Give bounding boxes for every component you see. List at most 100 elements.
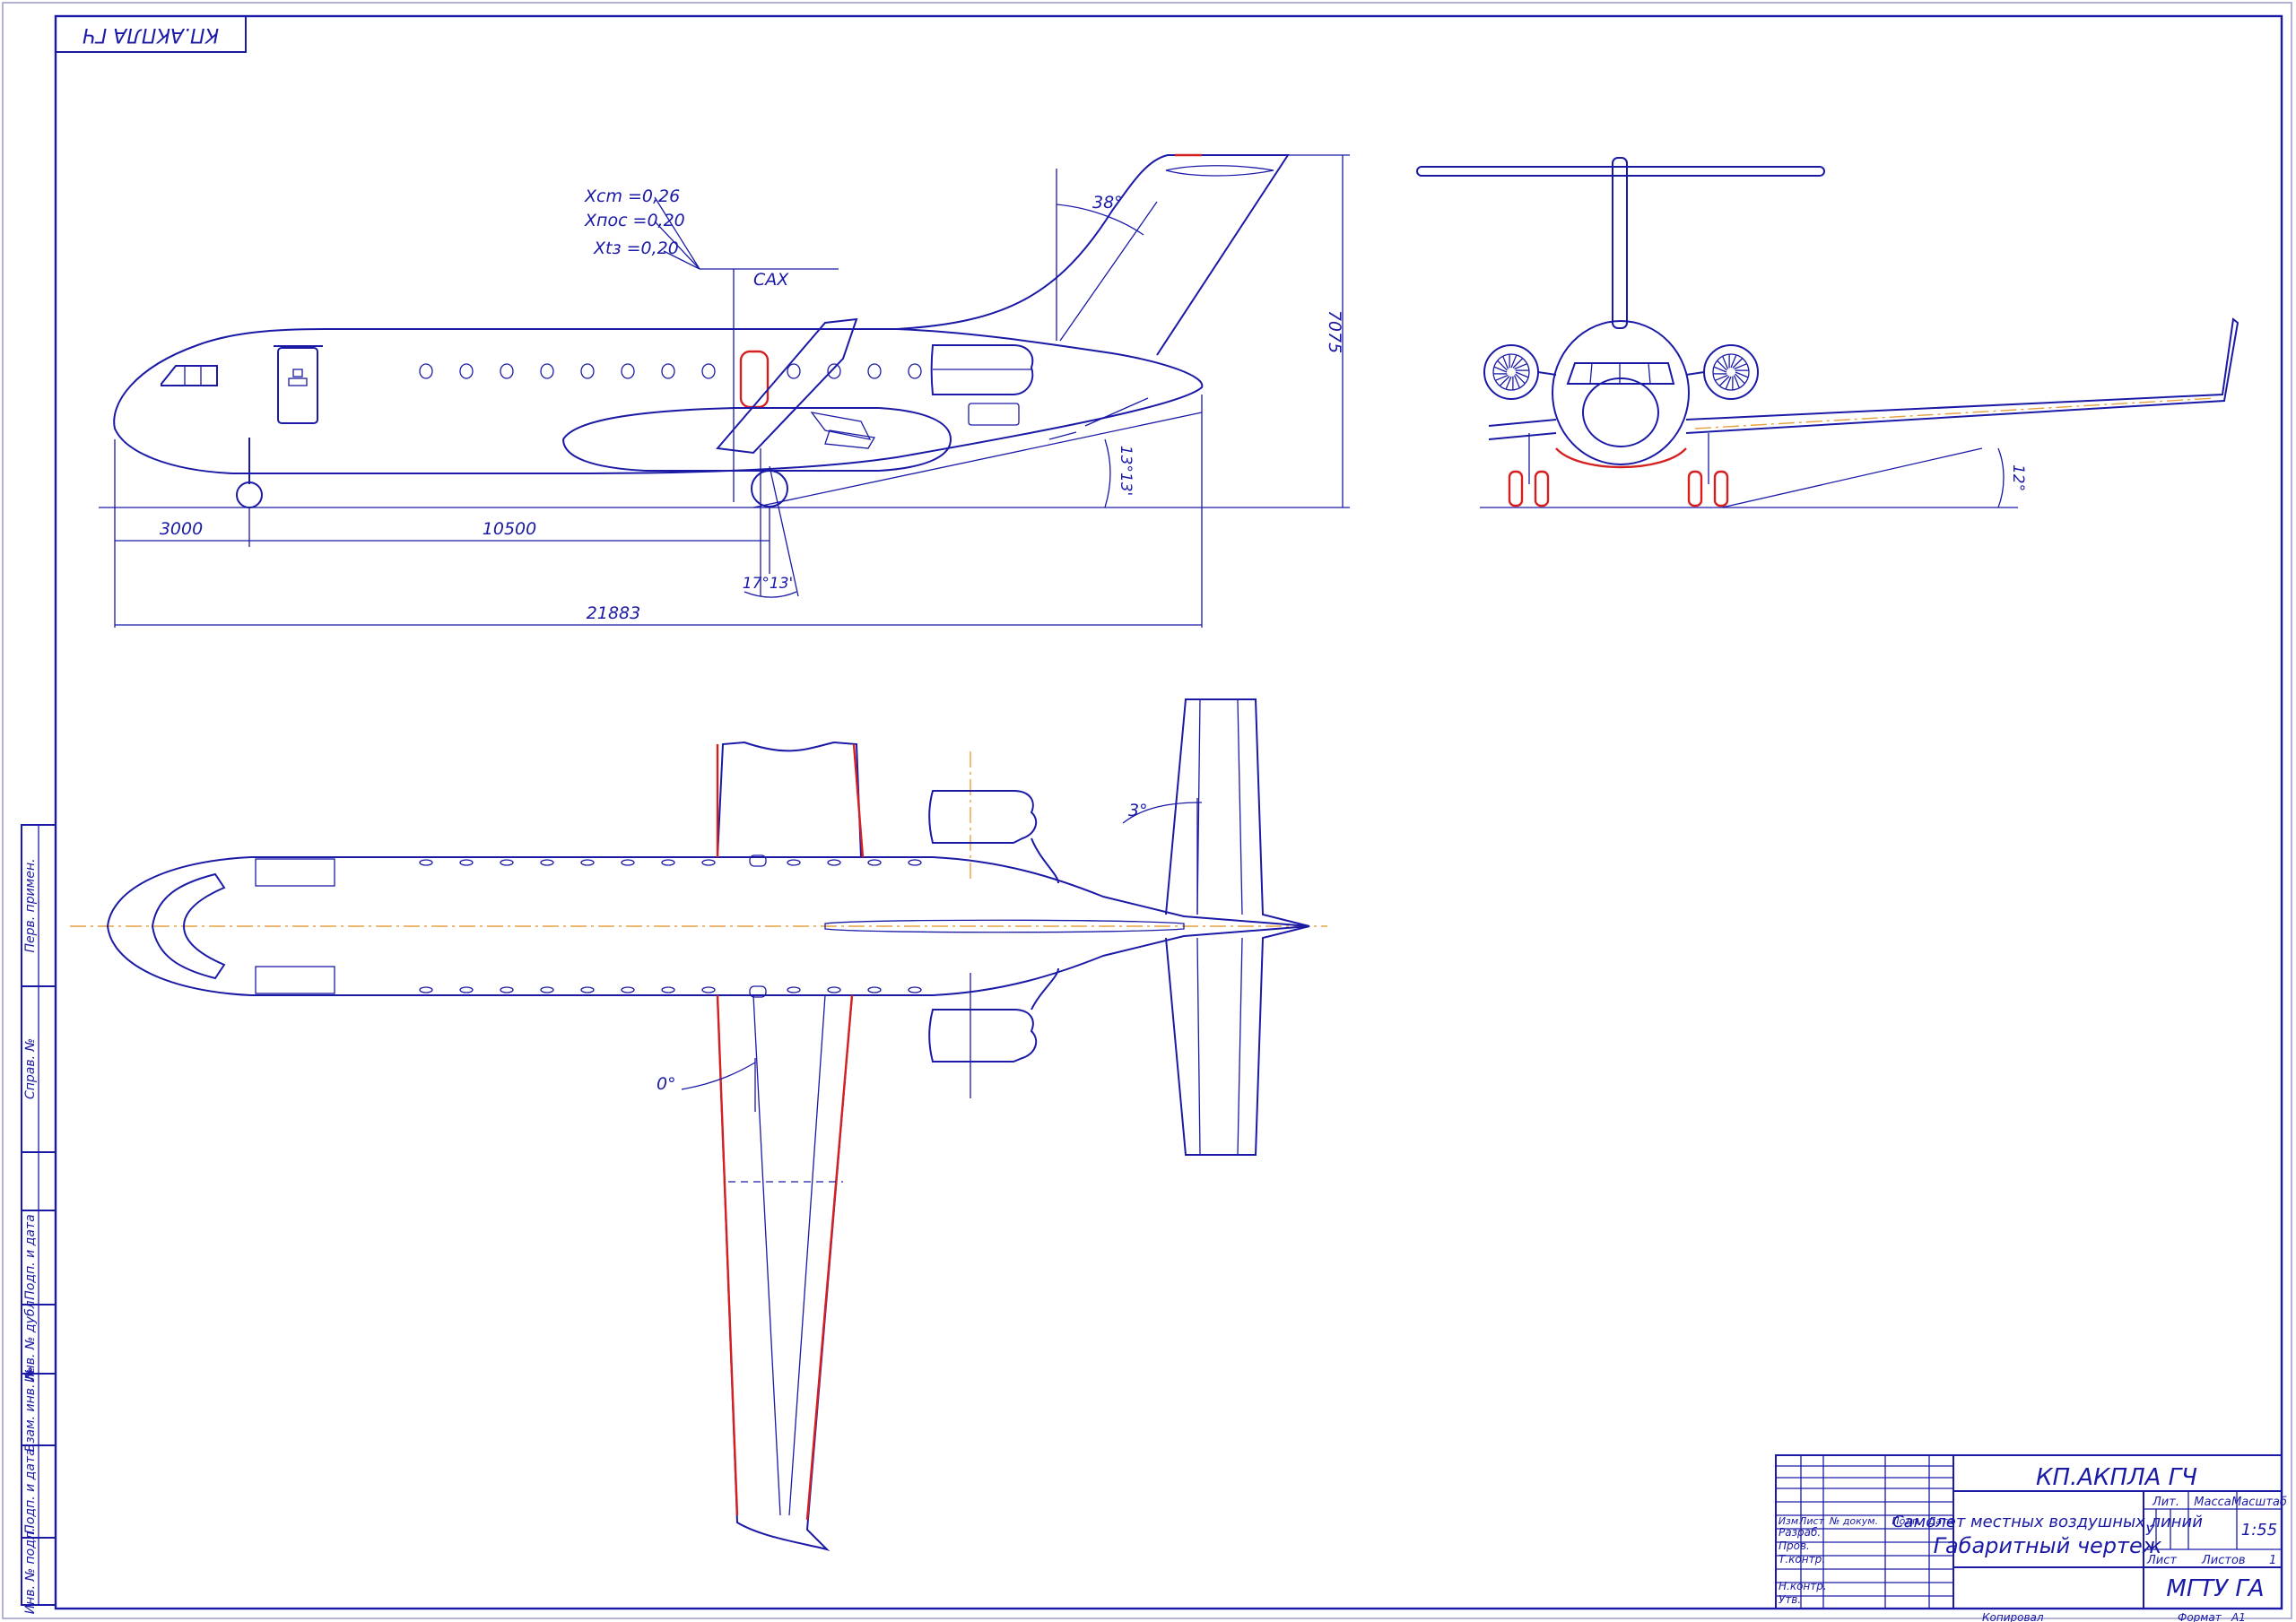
front-wing-right	[1685, 317, 2239, 434]
window	[827, 363, 841, 379]
side-door	[277, 347, 318, 424]
scale-value: 1:55	[2241, 1521, 2277, 1540]
window	[908, 986, 922, 993]
stamp-label: Инв. № дубл.	[23, 1297, 38, 1383]
format-value: А1	[2231, 1611, 2246, 1622]
lit-header: Лит.	[2152, 1496, 2179, 1509]
tail-down-angle: 13°13'	[1117, 446, 1135, 496]
length-dim: 21883	[587, 603, 640, 623]
stab-sweep-angle: 3°	[1128, 801, 1148, 820]
window	[827, 859, 841, 866]
top-engine-lower	[928, 1009, 1038, 1063]
mac-label: САХ	[753, 270, 789, 290]
window	[701, 363, 716, 379]
window	[419, 859, 433, 866]
title-block: КП.АКПЛА ГЧ Самолет местных воздушных ли…	[1775, 1454, 2287, 1622]
window	[459, 986, 474, 993]
window	[701, 859, 716, 866]
scale-header: Масштаб	[2231, 1496, 2287, 1509]
top-wing-lower	[717, 994, 853, 1551]
corner-code: КП.АКПЛА ГЧ	[83, 23, 219, 46]
window	[419, 986, 433, 993]
stamp-label: Взам. инв. №	[23, 1366, 38, 1452]
mass-header: Масса	[2194, 1496, 2231, 1509]
window	[540, 986, 554, 993]
side-fuselage	[113, 328, 1204, 474]
corner-stamp: КП.АКПЛА ГЧ	[55, 15, 247, 53]
window	[500, 859, 514, 866]
window	[661, 363, 675, 379]
org-name: МГТУ ГА	[2166, 1575, 2264, 1602]
side-engine	[930, 344, 1034, 395]
window	[867, 363, 882, 379]
front-fin	[1612, 157, 1628, 329]
window	[701, 986, 716, 993]
window	[867, 859, 882, 866]
dihedral-angle: 12°	[2009, 464, 2027, 491]
top-cockpit	[151, 872, 226, 980]
col-sign: Подп.	[1892, 1515, 1921, 1527]
stamp-label: Подп. и дата	[23, 1214, 38, 1299]
height-dim: 7075	[1325, 310, 1344, 353]
stamp-label: Перв. примен.	[23, 858, 38, 952]
doc-code: КП.АКПЛА ГЧ	[2036, 1464, 2197, 1491]
stamp-label: Справ. №	[23, 1038, 38, 1099]
role-label: Пров.	[1779, 1540, 1810, 1552]
dim-wheelbase: 10500	[483, 519, 536, 539]
top-stabilizer	[1165, 698, 1310, 1156]
title-line-1: Самолет местных воздушных линий	[1892, 1513, 2203, 1531]
emergency-exit	[739, 350, 770, 409]
col-list: Лист	[1798, 1515, 1824, 1527]
window	[580, 986, 595, 993]
top-windows	[419, 854, 922, 998]
window	[580, 363, 595, 379]
window	[908, 859, 922, 866]
window	[419, 363, 433, 379]
window	[500, 363, 514, 379]
top-engine-upper	[928, 790, 1038, 844]
wing-fairing	[561, 407, 952, 472]
role-label: Утв.	[1779, 1593, 1801, 1606]
stamp-label: Инв. № подл.	[23, 1528, 38, 1615]
front-gear	[1508, 470, 1524, 507]
window	[459, 363, 474, 379]
tail-sweep-angle: 38°	[1092, 193, 1123, 213]
wing-sweep-angle: 0°	[657, 1074, 676, 1094]
cg-label-3: Xtз =0,20	[593, 239, 679, 258]
window	[787, 986, 801, 993]
role-label: Н.контр.	[1779, 1580, 1827, 1592]
window	[459, 859, 474, 866]
dim-nose-gear: 3000	[160, 519, 203, 539]
cg-label-2: Xпос =0,20	[584, 211, 685, 230]
nose-wheel	[236, 481, 263, 508]
side-view: Xcm =0,26 Xпос =0,20 Xtз =0,20 САХ 38° 7…	[99, 153, 1350, 628]
col-izm: Изм	[1779, 1515, 1798, 1527]
side-stamp-column: Перв. примен. Справ. № Подп. и дата Инв.…	[21, 824, 57, 1615]
window	[500, 986, 514, 993]
drawing-frame	[54, 14, 2283, 1610]
cg-label-1: Xcm =0,26	[584, 186, 680, 206]
top-view: 3° 0°	[70, 698, 1327, 1551]
side-wing	[716, 317, 858, 455]
top-wing-upper	[717, 741, 862, 858]
front-engine-right	[1703, 344, 1759, 400]
format-label: Формат	[2178, 1611, 2222, 1622]
role-label: Разраб.	[1779, 1526, 1821, 1539]
sheet-label: Лист	[2146, 1554, 2177, 1567]
window	[621, 859, 635, 866]
window	[787, 859, 801, 866]
stamp-label: Подп. и дата	[23, 1448, 38, 1533]
front-engine-left	[1483, 344, 1539, 400]
window	[621, 986, 635, 993]
window	[540, 363, 554, 379]
main-wheel	[751, 470, 788, 507]
side-tail-fin	[896, 154, 1290, 356]
sheets-value: 1	[2269, 1554, 2276, 1567]
gear-angle: 17°13'	[743, 575, 793, 593]
window	[827, 986, 841, 993]
window	[540, 859, 554, 866]
front-wing-left	[1488, 419, 1557, 440]
cockpit-window	[161, 365, 218, 386]
window	[787, 363, 801, 379]
